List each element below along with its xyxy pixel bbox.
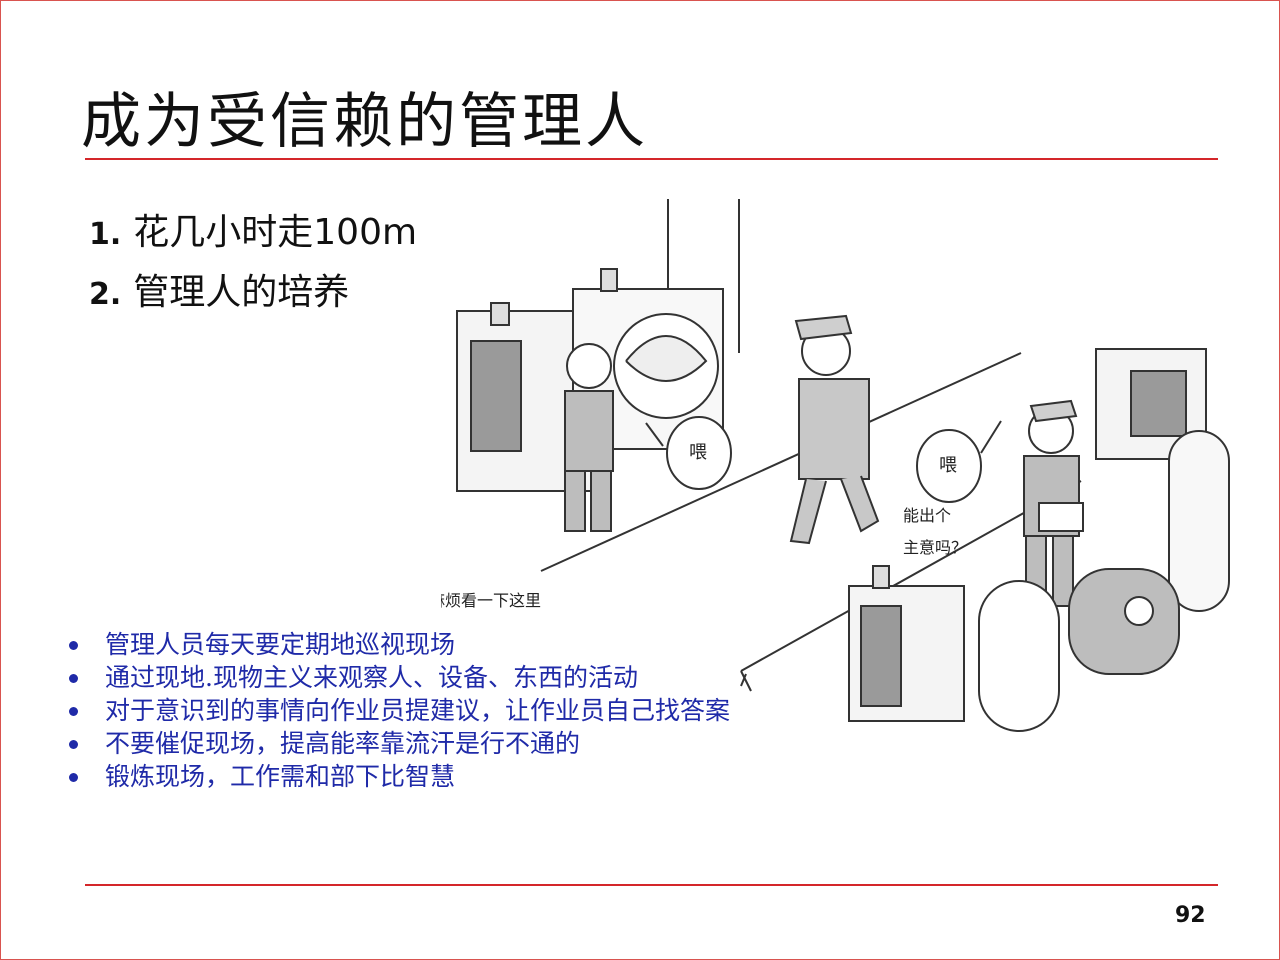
bullet-dot	[69, 641, 78, 650]
bullet-dot	[69, 674, 78, 683]
numbered-item: 1. 花几小时走100m	[89, 206, 417, 266]
bullet-item: 锻炼现场，工作需和部下比智慧	[69, 760, 769, 793]
bullet-text: 管理人员每天要定期地巡视现场	[105, 630, 456, 659]
page-number: 92	[1175, 903, 1206, 928]
bubble-left-text: 喂	[689, 442, 707, 463]
bullet-item: 通过现地.现物主义来观察人、设备、东西的活动	[69, 661, 769, 694]
bullet-text: 对于意识到的事情向作业员提建议，让作业员自己找答案	[105, 696, 731, 725]
speech-line-1: 能出个	[903, 506, 951, 525]
item-text: 管理人的培养	[133, 272, 350, 313]
numbered-list: 1. 花几小时走100m 2. 管理人的培养	[89, 206, 417, 326]
bullet-item: 对于意识到的事情向作业员提建议，让作业员自己找答案	[69, 694, 769, 727]
title-divider	[85, 158, 1218, 160]
item-number: 2.	[89, 277, 122, 312]
bullet-dot	[69, 740, 78, 749]
bullet-dot	[69, 773, 78, 782]
footer-divider	[85, 884, 1218, 886]
speech-line-2: 主意吗？	[903, 538, 967, 557]
factory-cartoon-illustration: 喂 喂 能出个 主意吗？ 麻烦看一下这里	[441, 191, 1241, 751]
bullet-text: 通过现地.现物主义来观察人、设备、东西的活动	[105, 663, 638, 692]
slide-title: 成为受信赖的管理人	[81, 87, 648, 157]
bullet-list: 管理人员每天要定期地巡视现场 通过现地.现物主义来观察人、设备、东西的活动 对于…	[69, 628, 769, 793]
bullet-dot	[69, 707, 78, 716]
bullet-item: 不要催促现场，提高能率靠流汗是行不通的	[69, 727, 769, 760]
illustration-caption: 麻烦看一下这里	[441, 591, 541, 610]
bullet-text: 锻炼现场，工作需和部下比智慧	[105, 762, 456, 791]
bullet-text: 不要催促现场，提高能率靠流汗是行不通的	[105, 729, 581, 758]
cartoon-svg: 喂 喂 能出个 主意吗？ 麻烦看一下这里	[441, 199, 1230, 732]
bullet-item: 管理人员每天要定期地巡视现场	[69, 628, 769, 661]
bubble-right-text: 喂	[939, 455, 957, 476]
numbered-item: 2. 管理人的培养	[89, 266, 417, 326]
item-number: 1.	[89, 217, 122, 252]
item-text: 花几小时走100m	[133, 212, 418, 253]
